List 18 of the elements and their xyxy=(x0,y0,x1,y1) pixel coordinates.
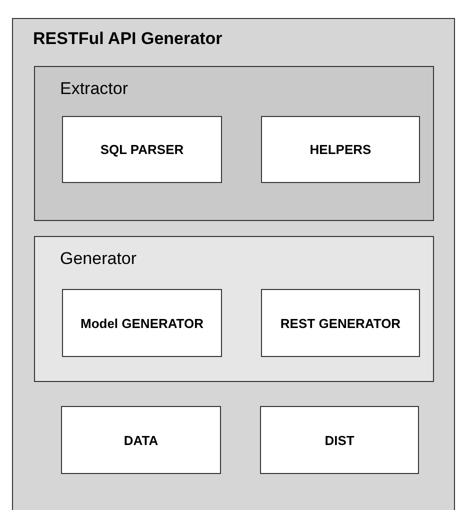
component-box xyxy=(61,406,221,474)
group-panel xyxy=(34,66,434,221)
component-box xyxy=(261,116,420,183)
component-label: Model GENERATOR xyxy=(80,316,204,330)
component-label: HELPERS xyxy=(310,142,372,157)
group-title: Generator xyxy=(60,249,137,269)
component-label: SQL PARSER xyxy=(100,142,184,157)
group-title: Extractor xyxy=(60,79,128,99)
group-panel xyxy=(34,236,434,382)
component-label: DIST xyxy=(324,432,354,448)
component-box xyxy=(62,289,222,357)
component-box xyxy=(62,116,222,183)
component-label: REST GENERATOR xyxy=(280,316,401,330)
component-box xyxy=(261,289,420,357)
container-title: RESTFul API Generator xyxy=(33,29,222,49)
component-label: DATA xyxy=(124,432,158,448)
component-box xyxy=(260,406,419,474)
container-panel xyxy=(12,18,455,510)
